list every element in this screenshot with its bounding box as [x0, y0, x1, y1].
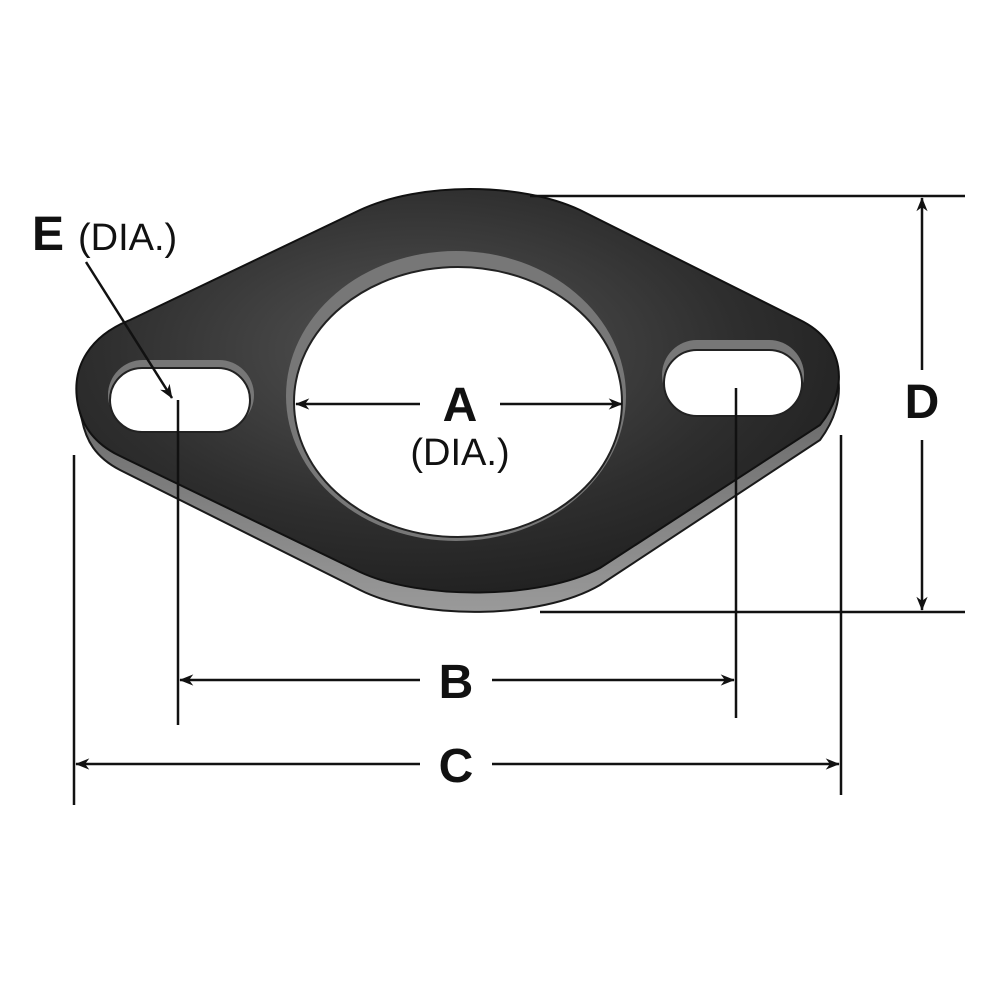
- left-slot: [109, 367, 251, 433]
- label-e: E: [32, 208, 64, 261]
- dimension-c: C: [75, 740, 840, 793]
- dimension-d: D: [905, 197, 940, 611]
- dimension-b: B: [179, 656, 735, 709]
- label-a-note: (DIA.): [410, 432, 509, 474]
- label-e-note: (DIA.): [78, 217, 177, 259]
- extension-lines: [72, 194, 965, 805]
- label-d: D: [905, 376, 940, 429]
- label-a: A: [443, 379, 478, 432]
- label-c: C: [439, 740, 474, 793]
- right-slot: [663, 349, 803, 417]
- label-b: B: [439, 656, 474, 709]
- flange-plate: [75, 188, 840, 613]
- dimension-e: E (DIA.): [32, 208, 177, 399]
- dimension-a: A (DIA.): [295, 379, 623, 474]
- dim-e-leader: [84, 261, 174, 399]
